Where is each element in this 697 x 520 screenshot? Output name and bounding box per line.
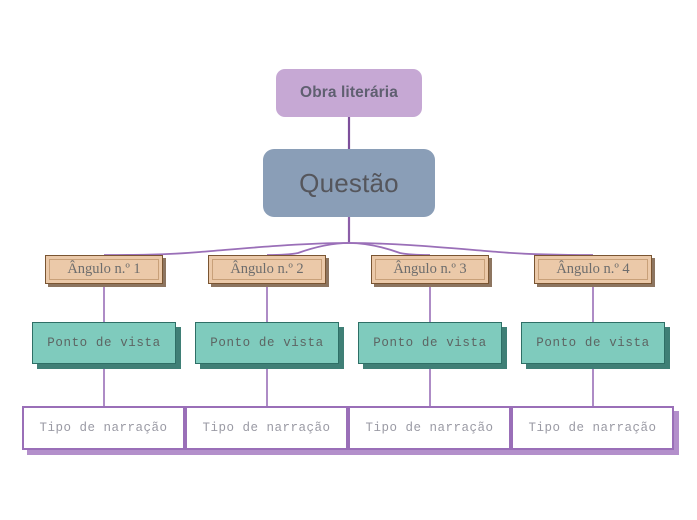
node-tipo-de-narracao-4-label: Tipo de narração [528, 421, 657, 435]
node-ponto-de-vista-4[interactable]: Ponto de vista [521, 322, 665, 364]
node-angulo-2-label: Ângulo n.º 2 [230, 261, 304, 277]
node-tipo-de-narracao-1-label: Tipo de narração [39, 421, 168, 435]
connector-question-to-angle-1 [103, 242, 350, 256]
node-tipo-de-narracao-1[interactable]: Tipo de narração [22, 406, 185, 450]
node-ponto-de-vista-3-label: Ponto de vista [373, 336, 487, 350]
node-obra-literaria-label: Obra literária [300, 84, 398, 101]
node-tipo-de-narracao-3[interactable]: Tipo de narração [348, 406, 511, 450]
connector-question-to-angle-3 [348, 242, 431, 256]
node-ponto-de-vista-3[interactable]: Ponto de vista [358, 322, 502, 364]
node-angulo-3-label: Ângulo n.º 3 [393, 261, 467, 277]
node-ponto-de-vista-4-label: Ponto de vista [536, 336, 650, 350]
node-angulo-2[interactable]: Ângulo n.º 2 [208, 255, 326, 284]
node-tipo-de-narracao-2-label: Tipo de narração [202, 421, 331, 435]
node-questao[interactable]: Questão [263, 149, 435, 217]
node-angulo-4[interactable]: Ângulo n.º 4 [534, 255, 652, 284]
node-angulo-4-label: Ângulo n.º 4 [556, 261, 630, 277]
node-ponto-de-vista-1[interactable]: Ponto de vista [32, 322, 176, 364]
node-ponto-de-vista-2[interactable]: Ponto de vista [195, 322, 339, 364]
node-questao-label: Questão [299, 167, 399, 198]
node-tipo-de-narracao-4[interactable]: Tipo de narração [511, 406, 674, 450]
node-tipo-de-narracao-2[interactable]: Tipo de narração [185, 406, 348, 450]
node-obra-literaria[interactable]: Obra literária [276, 69, 422, 117]
node-angulo-1[interactable]: Ângulo n.º 1 [45, 255, 163, 284]
node-tipo-de-narracao-3-label: Tipo de narração [365, 421, 494, 435]
node-ponto-de-vista-1-label: Ponto de vista [47, 336, 161, 350]
connector-question-to-angle-4 [348, 242, 594, 256]
node-angulo-1-label: Ângulo n.º 1 [67, 261, 141, 277]
connector-question-to-angle-2 [266, 242, 350, 256]
node-angulo-3[interactable]: Ângulo n.º 3 [371, 255, 489, 284]
node-ponto-de-vista-2-label: Ponto de vista [210, 336, 324, 350]
